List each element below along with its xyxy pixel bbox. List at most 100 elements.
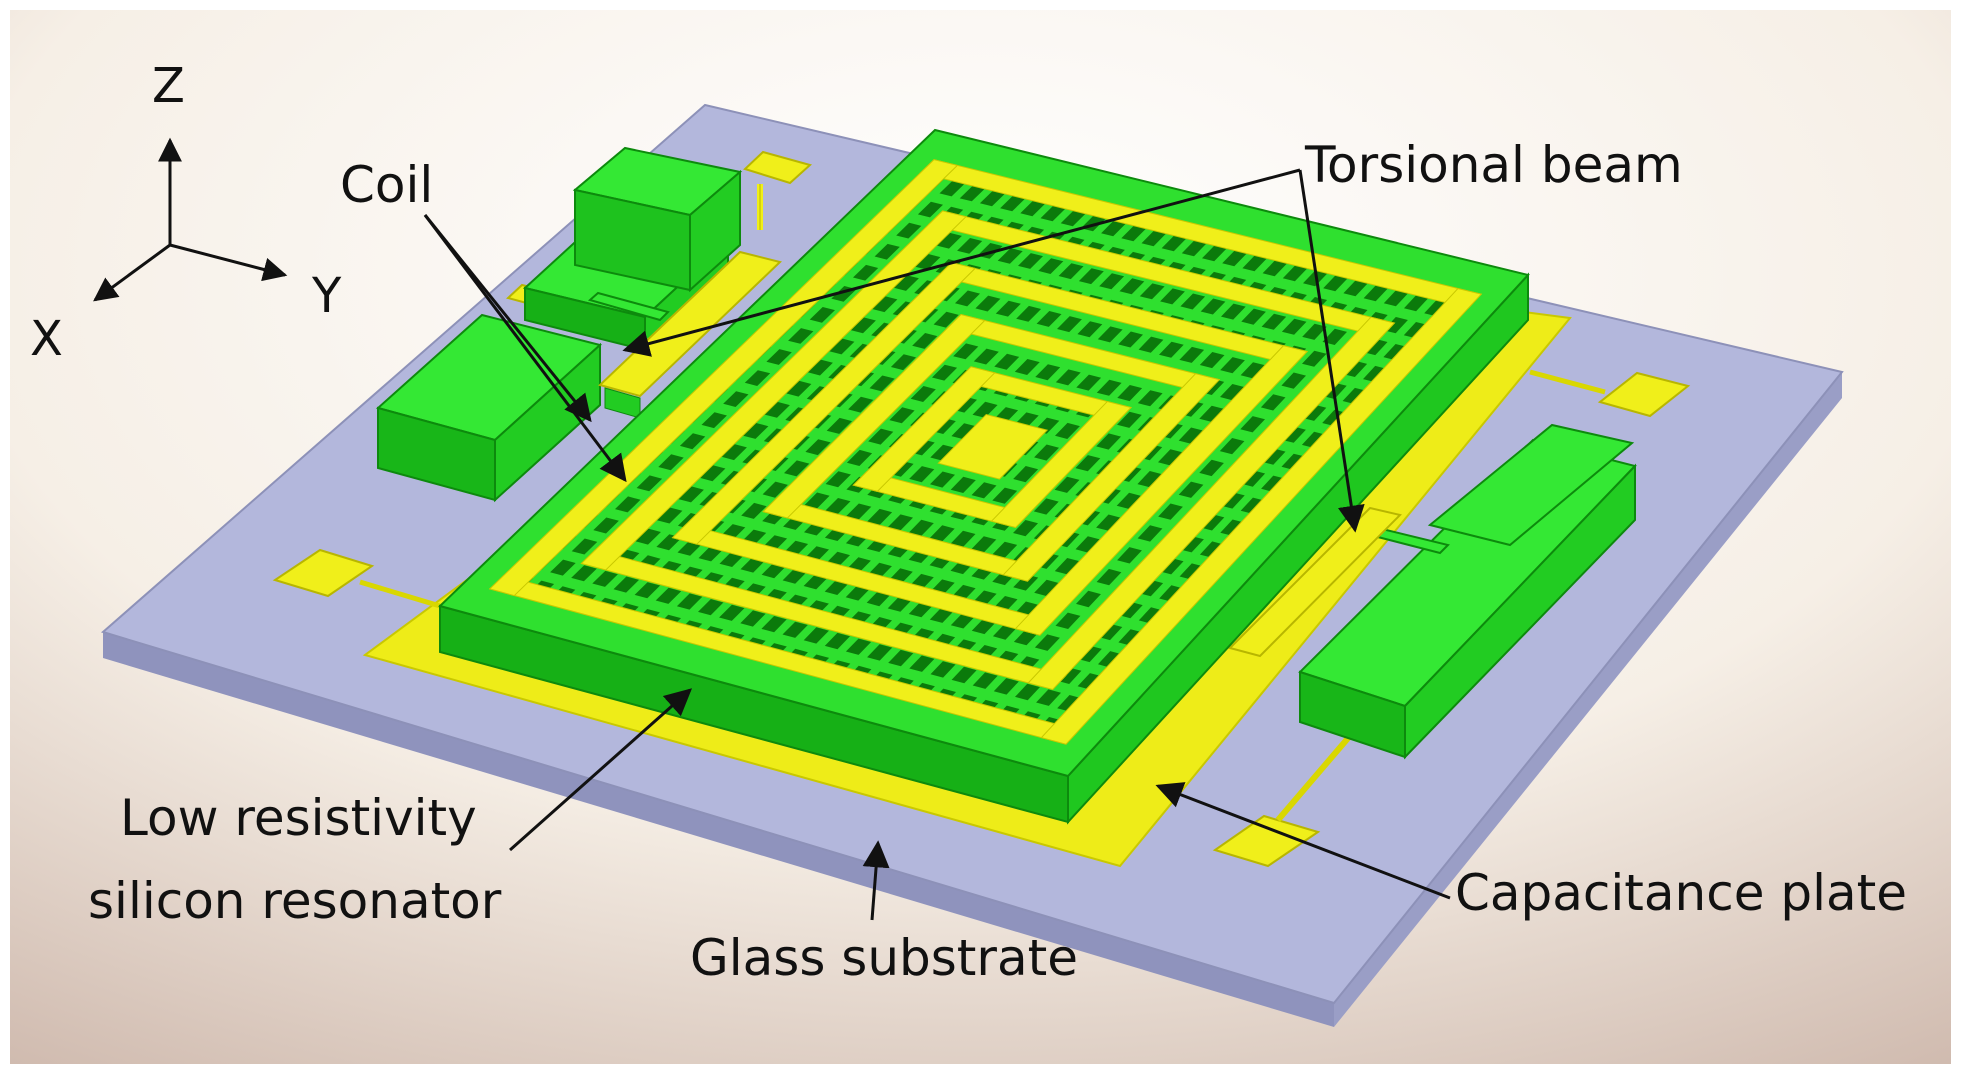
coil-cavity: [700, 465, 726, 482]
coil-cavity: [973, 348, 999, 365]
coil-cavity: [1036, 689, 1061, 706]
coil-cavity: [1281, 318, 1307, 335]
coil-cavity: [807, 359, 833, 376]
coil-cavity: [1097, 326, 1123, 343]
coil-cavity: [1013, 520, 1038, 537]
coil-cavity: [932, 364, 958, 381]
coil-cavity: [1199, 405, 1224, 422]
coil-cavity: [1117, 411, 1142, 428]
coil-cavity: [951, 423, 977, 440]
coil: [488, 159, 1483, 745]
coil-cavity: [889, 407, 915, 424]
coil-cavity: [917, 201, 943, 218]
coil-cavity: [853, 264, 879, 281]
coil-cavity: [1383, 344, 1408, 361]
coil-cavity: [1181, 240, 1207, 257]
axis-indicator: Z Y X: [30, 58, 342, 367]
coil-cavity: [1199, 514, 1225, 531]
coil-cavity: [762, 481, 788, 498]
coil-cavity: [1058, 263, 1084, 280]
leader-lines: [423, 168, 1451, 921]
coil-cavity: [1281, 453, 1306, 470]
anchor-block-right: [1298, 423, 1637, 760]
labels: Coil Torsional beam Low resistivity sili…: [88, 136, 1907, 987]
coil-center: [937, 413, 1049, 480]
coil-cavity: [1221, 303, 1246, 320]
coil-cavity: [825, 498, 851, 515]
coil-cavity: [1240, 470, 1266, 487]
coil-cavity: [993, 678, 1019, 695]
coil-cavity: [1404, 295, 1429, 312]
coil-cavity: [890, 354, 916, 371]
coil-cavity: [1075, 455, 1101, 472]
coil-cavity: [1161, 235, 1187, 252]
coil-cavity: [1116, 492, 1142, 509]
coil-cavity: [740, 610, 766, 627]
coil-cavity: [1060, 210, 1086, 227]
coil-cavity: [1302, 350, 1327, 367]
coil-cavity: [1139, 283, 1165, 300]
y-axis-arrow: [169, 243, 288, 282]
coil-cavity: [721, 444, 747, 461]
coil-leader-2: [423, 214, 627, 483]
coil-cavity: [1137, 525, 1163, 542]
coil-cavity: [867, 508, 893, 526]
coil-cavity: [950, 530, 976, 547]
coil-cavity: [788, 328, 814, 344]
coil-cavity: [979, 190, 1005, 207]
coil-cavity: [1158, 558, 1184, 575]
coil-cavity: [1301, 431, 1327, 448]
coil-cavity: [1363, 338, 1388, 356]
coil-cavity: [825, 471, 851, 488]
coil-cavity: [571, 565, 597, 582]
coil-cavity: [992, 541, 1018, 558]
coil-cavity: [1323, 275, 1348, 292]
coil-cavity: [1096, 433, 1121, 450]
coil-cavity: [1055, 612, 1081, 629]
coil-cavity: [972, 672, 998, 689]
coil-cavity: [1015, 683, 1040, 701]
resonator-label-line2: silicon resonator: [88, 872, 502, 930]
coil-cavity: [1260, 394, 1286, 411]
coil-cavity: [1035, 364, 1061, 381]
torsional-beam-leader-2: [1298, 169, 1365, 533]
coil-cavity: [971, 536, 997, 553]
coil-cavity: [1260, 448, 1286, 465]
coil-cavity: [655, 587, 682, 604]
coil-cavity: [959, 185, 985, 202]
coil-cavity: [744, 370, 771, 386]
anchor-block-left: [375, 313, 603, 503]
coil-cavity: [1159, 341, 1184, 358]
coil-cavity: [1057, 695, 1083, 712]
coil-cavity: [1220, 357, 1245, 374]
coil-cavity: [635, 528, 661, 545]
coil-cavity: [1096, 568, 1122, 586]
torsional-beam-left: [587, 250, 783, 419]
coil-cavity: [1000, 195, 1026, 212]
bond-pad-bottom-right: [1212, 814, 1321, 868]
coil-cavity: [1038, 258, 1064, 274]
coil-cavity: [1055, 369, 1081, 386]
torsional-beam-leader-1: [622, 168, 1301, 357]
coil-cavity: [658, 454, 684, 471]
coil-cavity: [1121, 225, 1147, 242]
coil-cavity: [1240, 362, 1266, 379]
coil-cavity: [1220, 384, 1245, 401]
resonator-leader: [509, 688, 693, 852]
coil-cavity: [1222, 250, 1247, 267]
coil-cavity: [1034, 634, 1060, 651]
coil-turn-segment: [1002, 373, 1221, 582]
coil-cavity: [1077, 673, 1103, 690]
coil-cavity: [761, 616, 787, 633]
coil-cavity: [930, 661, 956, 678]
coil-cavity: [975, 295, 1001, 312]
capacitance-plate-leader: [1155, 782, 1451, 900]
coil-cavity: [1383, 317, 1408, 334]
coil-cavity: [805, 439, 831, 456]
coil-cavity: [1281, 426, 1306, 443]
coil-cavity: [1138, 336, 1164, 353]
coil-cavity: [1301, 404, 1327, 421]
coil-cavity: [1322, 328, 1347, 345]
coil-cavity: [846, 449, 873, 466]
